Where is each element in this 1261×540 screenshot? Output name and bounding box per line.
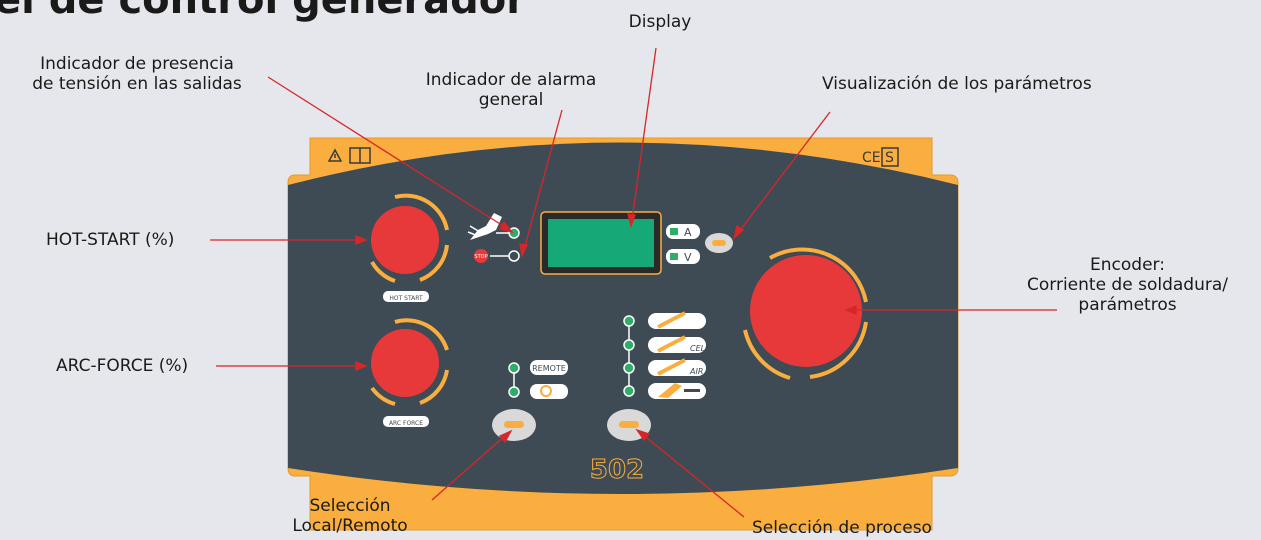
s-mark-box [881,147,899,167]
volt-indicator [666,249,700,264]
process-cel: CEL [623,335,706,353]
callout-encoder: Encoder: Corriente de soldadura/ parámet… [1027,255,1228,315]
amp-indicator [666,224,700,239]
manual-book-icon [349,147,371,164]
local-led [508,386,520,398]
local-label-box [530,384,568,399]
s-mark: S [885,150,894,166]
model-number: 502 [590,455,644,485]
callout-params-view: Visualización de los parámetros [822,74,1092,94]
page-title: el de control generador [0,0,527,23]
volt-unit: V [684,251,692,264]
panel-face [288,142,958,494]
callout-arrows [210,47,1057,518]
remote-label-box [530,360,568,375]
display-screen [548,219,654,267]
process-mma [623,311,706,329]
callout-process-select: Selección de proceso [752,518,932,538]
arc-force-knob[interactable] [370,318,449,406]
encoder-knob[interactable] [743,247,868,380]
callout-display: Display [628,12,692,32]
hot-start-label: HOT START [389,295,423,302]
alarm-led [508,250,520,262]
hot-start-label-box [383,291,429,302]
process-tig [623,383,706,399]
hot-start-knob[interactable] [370,193,449,283]
remote-led [508,362,520,374]
arc-force-label: ARC FORCE [389,420,423,427]
stop-label: STOP [474,254,487,260]
callout-hot-start: HOT-START (%) [46,230,175,250]
ce-mark: CE [862,150,881,166]
amp-unit: A [684,226,692,239]
callout-local-remote: Selección Local/Remoto [292,496,408,536]
process-air: AIR [623,358,706,376]
svg-text:AIR: AIR [689,367,703,376]
remote-label: REMOTE [532,364,566,373]
callout-arc-force: ARC-FORCE (%) [56,356,189,376]
stop-icon [474,249,488,263]
arc-force-label-box [383,416,429,427]
callout-presence-indicator: Indicador de presencia de tensión en las… [32,54,242,94]
svg-text:CEL: CEL [690,344,705,353]
warning-icon [327,148,343,162]
callout-alarm-indicator: Indicador de alarma general [425,70,597,110]
